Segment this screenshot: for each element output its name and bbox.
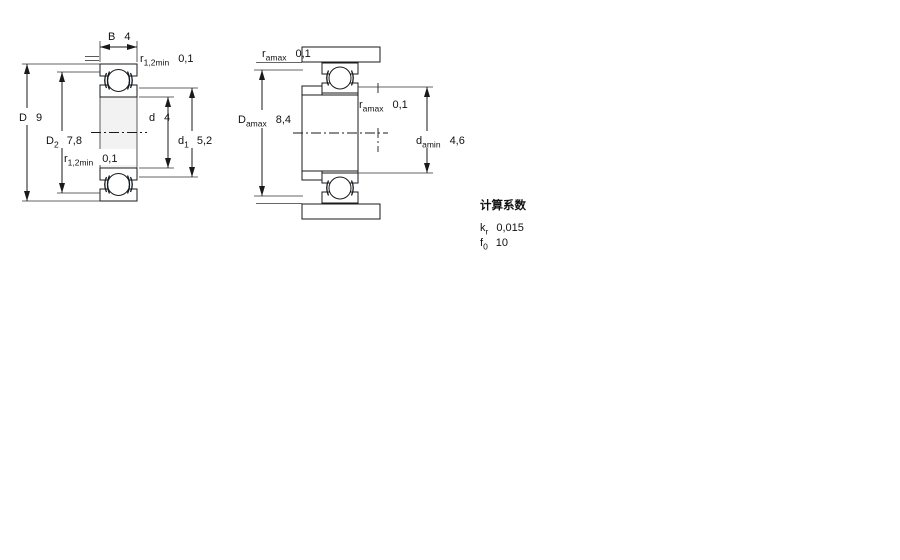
shaft-shoulder-bottom — [301, 170, 323, 181]
housing-block-top — [301, 46, 381, 63]
ball-top-right — [328, 66, 352, 90]
ball-bottom-right — [328, 176, 352, 200]
calculation-factors-title: 计算系数 — [480, 198, 526, 212]
top-ring-section — [99, 63, 138, 98]
bottom-ring-section — [99, 167, 138, 202]
shaft-shoulder-top — [301, 85, 323, 96]
top-ring-section-right — [321, 62, 359, 94]
ball-bottom — [107, 173, 130, 196]
ball-top — [107, 69, 130, 92]
housing-block-bottom — [301, 203, 381, 220]
bottom-ring-section-right — [321, 172, 359, 204]
